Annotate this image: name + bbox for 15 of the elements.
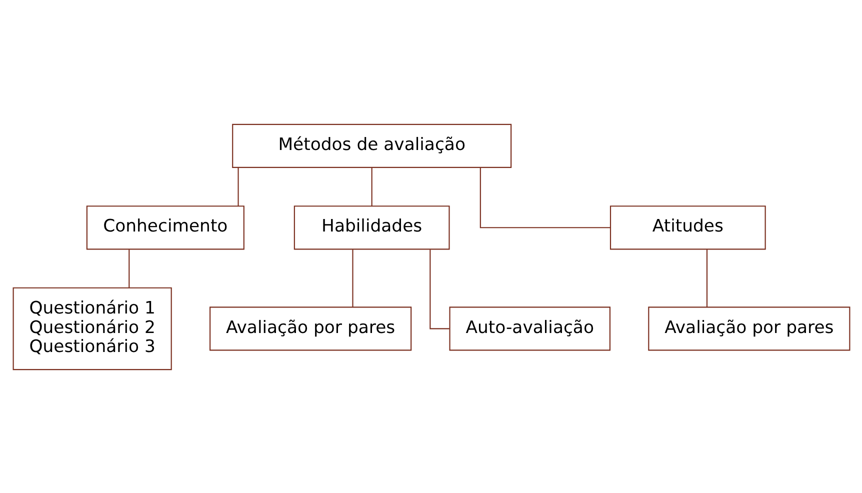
node-box: Avaliação por pares [209,306,412,350]
connector [479,167,610,228]
connector [237,167,238,206]
node-box: Avaliação por pares [648,306,850,350]
connector [352,249,353,307]
connector [128,249,130,288]
node-box: Conhecimento [86,205,244,250]
node-box: Questionário 1 Questionário 2 Questionário 3 [12,286,172,370]
connector [429,249,449,329]
node-box: Habilidades [293,205,450,250]
node-box: Métodos de avaliação [232,123,512,168]
node-box: Atitudes [609,205,766,250]
connector [370,167,372,206]
connector [706,249,708,307]
node-box: Auto-avaliação [448,306,610,350]
